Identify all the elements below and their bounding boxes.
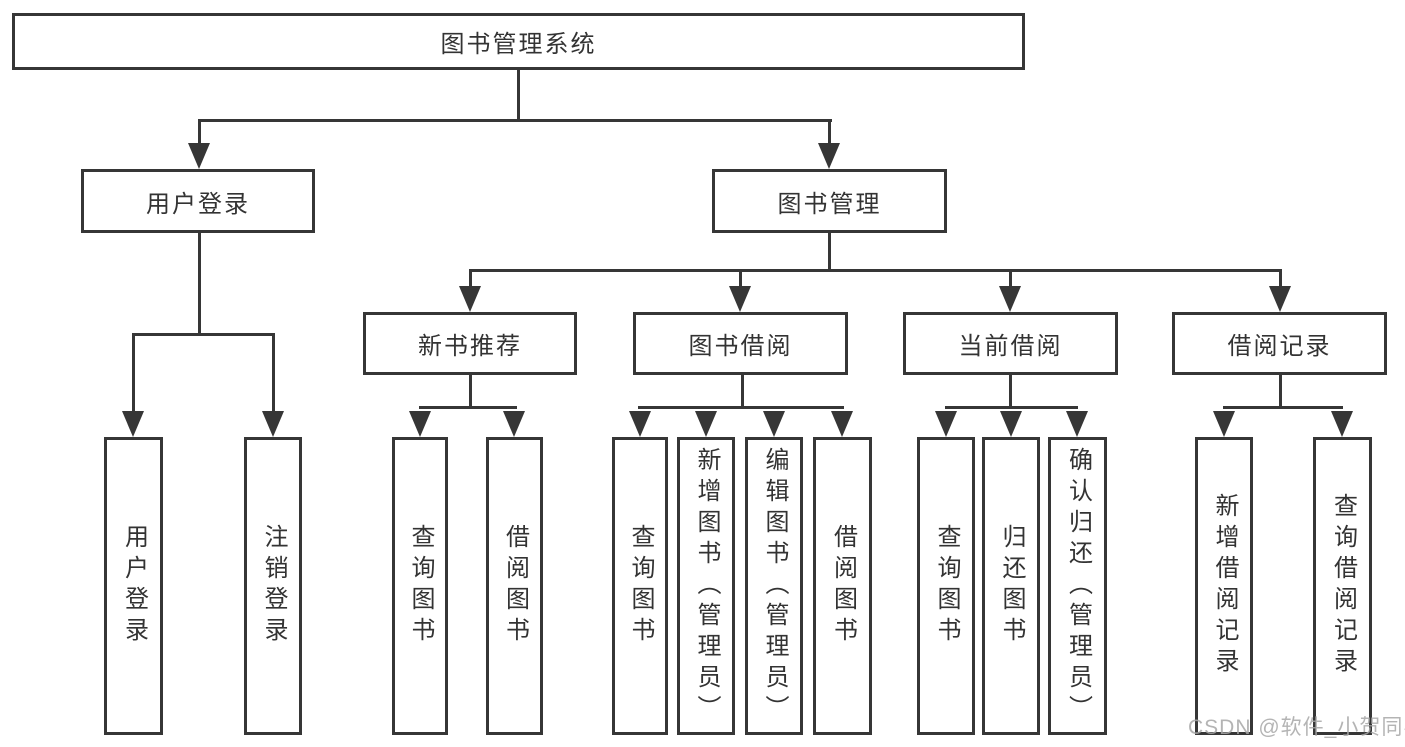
connector-stem-leaf-login [132, 333, 135, 413]
connector-book-borrow-drop [741, 375, 744, 408]
arrow-down-icon [629, 411, 651, 437]
leaf-user-login: 用户登录 [104, 437, 163, 735]
connector-user-login-split [132, 333, 275, 336]
arrow-down-icon [999, 286, 1021, 312]
leaf-query-book: 查询图书 [612, 437, 668, 735]
arrow-down-icon [122, 411, 144, 437]
leaf-query-book: 查询图书 [917, 437, 975, 735]
leaf-confirm-return-admin: 确认归还（管理员） [1048, 437, 1107, 735]
node-user-login: 用户登录 [81, 169, 315, 233]
node-book-borrow: 图书借阅 [633, 312, 848, 375]
connector-root-trunk [517, 70, 520, 121]
leaf-borrow-book: 借阅图书 [813, 437, 872, 735]
node-root: 图书管理系统 [12, 13, 1025, 70]
connector-book-management-drop [828, 233, 831, 272]
node-book-management: 图书管理 [712, 169, 947, 233]
leaf-edit-book-admin: 编辑图书（管理员） [745, 437, 803, 735]
connector-current-borrow-split [945, 406, 1078, 409]
leaf-query-borrow-record: 查询借阅记录 [1313, 437, 1372, 735]
arrow-down-icon [1331, 411, 1353, 437]
connector-borrow-records-split [1223, 406, 1343, 409]
csdn-watermark: CSDN @软件_小贺同学 [1188, 716, 1405, 739]
arrow-down-icon [763, 411, 785, 437]
arrow-down-icon [935, 411, 957, 437]
leaf-logout: 注销登录 [244, 437, 302, 735]
connector-stem-leaf-logout [272, 333, 275, 413]
node-new-book-recommend: 新书推荐 [363, 312, 577, 375]
arrow-down-icon [1000, 411, 1022, 437]
arrow-down-icon [459, 286, 481, 312]
connector-stem-borrow-records [1279, 269, 1282, 287]
arrow-down-icon [188, 143, 210, 169]
connector-book-borrow-split [638, 406, 844, 409]
connector-stem-book-management [828, 119, 831, 144]
leaf-return-book: 归还图书 [982, 437, 1040, 735]
arrow-down-icon [409, 411, 431, 437]
leaf-borrow-book: 借阅图书 [486, 437, 543, 735]
connector-stem-user-login [198, 119, 201, 144]
leaf-query-book: 查询图书 [392, 437, 448, 735]
connector-user-login-drop [198, 233, 201, 336]
arrow-down-icon [1213, 411, 1235, 437]
connector-borrow-records-drop [1279, 375, 1282, 408]
arrow-down-icon [503, 411, 525, 437]
leaf-add-book-admin: 新增图书（管理员） [677, 437, 735, 735]
arrow-down-icon [695, 411, 717, 437]
connector-current-borrow-drop [1009, 375, 1012, 408]
arrow-down-icon [729, 286, 751, 312]
node-borrow-records: 借阅记录 [1172, 312, 1387, 375]
arrow-down-icon [262, 411, 284, 437]
arrow-down-icon [831, 411, 853, 437]
node-current-borrow: 当前借阅 [903, 312, 1118, 375]
connector-level3-split [469, 269, 1282, 272]
leaf-add-borrow-record: 新增借阅记录 [1195, 437, 1253, 735]
connector-stem-book-borrow [739, 269, 742, 287]
connector-stem-current-borrow [1009, 269, 1012, 287]
connector-new-book-split [419, 406, 517, 409]
arrow-down-icon [818, 143, 840, 169]
connector-level1-split [198, 119, 832, 122]
connector-new-book-drop [469, 375, 472, 408]
arrow-down-icon [1066, 411, 1088, 437]
arrow-down-icon [1269, 286, 1291, 312]
connector-stem-new-book [469, 269, 472, 287]
